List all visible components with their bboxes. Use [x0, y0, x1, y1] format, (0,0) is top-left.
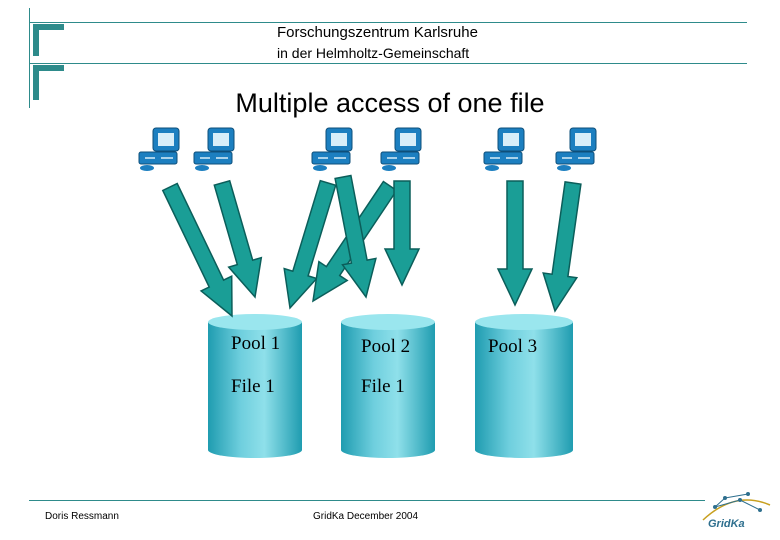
header-vertical-rule [29, 8, 30, 108]
computer-workstation-icon [380, 127, 422, 171]
footer-author: Doris Ressmann [45, 511, 119, 522]
arrow-client-3-to-pool-1 [283, 179, 337, 310]
arrow-client-3-to-pool-2 [334, 174, 377, 299]
pool-1-cylinder [208, 314, 302, 458]
pool-1-file-label: File 1 [231, 376, 275, 397]
arrow-client-5-to-pool-3 [496, 180, 534, 307]
gridka-logo-text: GridKa [708, 518, 745, 530]
computer-workstation-icon [138, 127, 180, 171]
arrow-client-2-to-pool-1 [213, 179, 263, 299]
pool-2-label: Pool 2 [361, 336, 411, 357]
pool-3-label: Pool 3 [488, 336, 538, 357]
pool-3-cylinder [475, 314, 573, 458]
computer-workstation-icon [311, 127, 353, 171]
footer-event: GridKa December 2004 [313, 511, 419, 522]
arrow-client-6-to-pool-3 [542, 181, 582, 313]
organization-subtitle: in der Helmholtz-Gemeinschaft [277, 45, 470, 61]
slide-title: Multiple access of one file [235, 88, 545, 118]
computer-workstation-icon [483, 127, 525, 171]
access-arrows [161, 174, 582, 318]
computer-workstation-icon [555, 127, 597, 171]
pool-2-cylinder [341, 314, 435, 458]
organization-name: Forschungszentrum Karlsruhe [277, 24, 478, 41]
pool-1-label: Pool 1 [231, 333, 281, 354]
header-top-rule [29, 22, 747, 23]
computer-workstation-icon [193, 127, 235, 171]
arrow-client-4-to-pool-2 [383, 180, 421, 287]
arrow-client-1-to-pool-1 [161, 182, 233, 318]
pool-2-file-label: File 1 [361, 376, 405, 397]
client-computers [138, 127, 597, 171]
header-bottom-rule [29, 63, 747, 64]
footer-rule [29, 500, 705, 501]
